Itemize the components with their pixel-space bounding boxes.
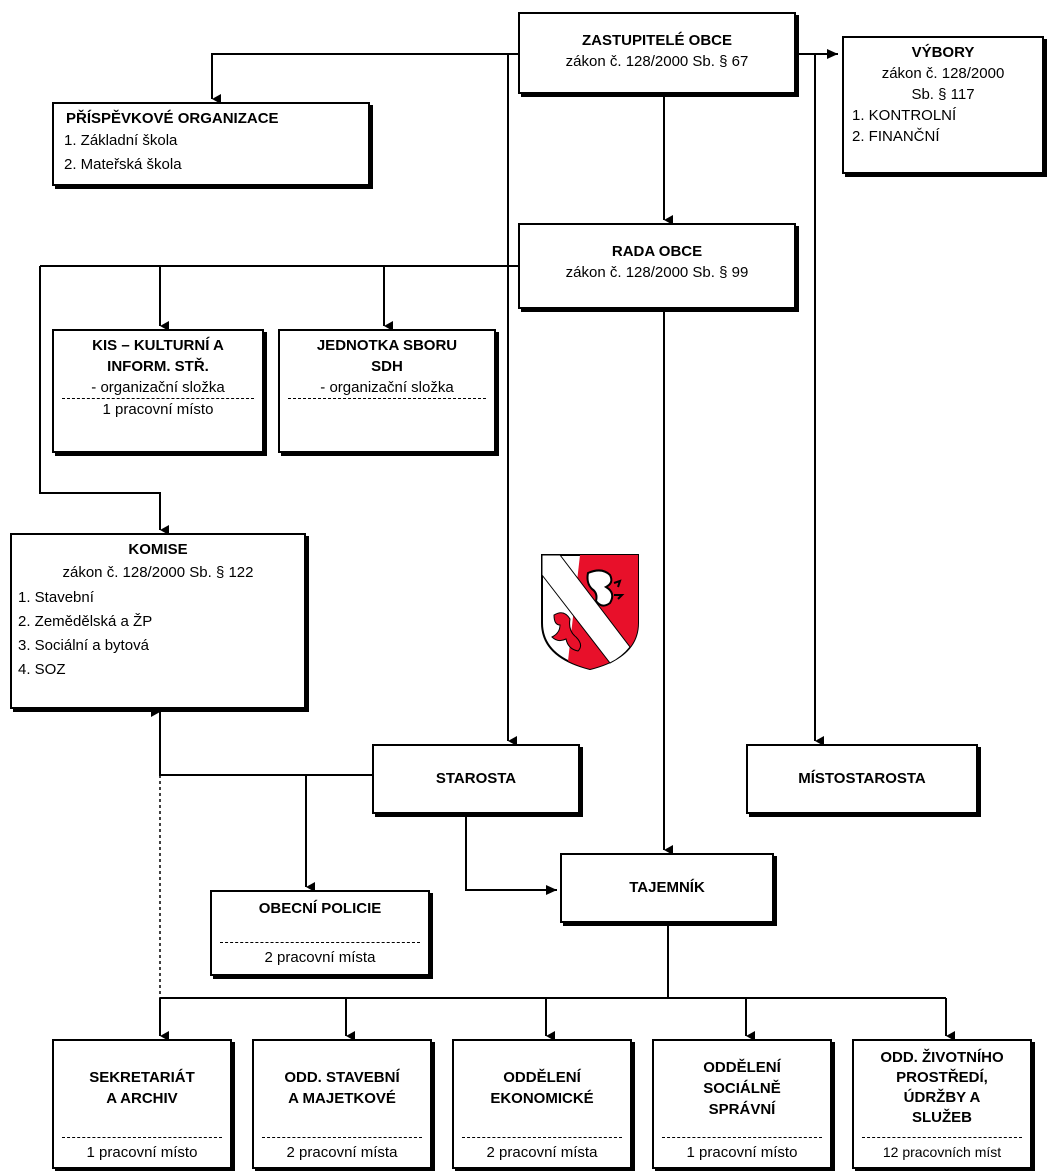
komise-item: 2. Zemědělská a ŽP	[18, 613, 153, 630]
socialne-divider	[662, 1137, 822, 1138]
kis-box: KIS – KULTURNÍ A INFORM. STŘ. - organiza…	[52, 329, 264, 453]
tajemnik-title: TAJEMNÍK	[629, 879, 705, 896]
zivotni-divider	[862, 1137, 1022, 1138]
socialne-title-line2: SOCIÁLNĚ	[703, 1079, 781, 1097]
zivotni-title-line3: ÚDRŽBY A	[903, 1089, 981, 1106]
kis-divider	[62, 398, 254, 399]
jednotka-subtitle: - organizační složka	[320, 379, 454, 396]
komise-item: 3. Sociální a bytová	[18, 637, 149, 654]
rada-law: zákon č. 128/2000 Sb. § 99	[565, 264, 749, 281]
zastupitele-box: ZASTUPITELÉ OBCE zákon č. 128/2000 Sb. §…	[518, 12, 796, 94]
zivotni-title-line2: PROSTŘEDÍ,	[896, 1069, 988, 1086]
ekonomicke-staff: 2 pracovní místa	[486, 1144, 598, 1161]
jednotka-title-line1: JEDNOTKA SBORU	[316, 337, 458, 354]
zivotni-box: ODD. ŽIVOTNÍHO PROSTŘEDÍ, ÚDRŽBY A SLUŽE…	[852, 1039, 1032, 1169]
line-starosta-tajemnik	[465, 816, 557, 895]
policie-box: OBECNÍ POLICIE 2 pracovní místa	[210, 890, 430, 976]
ekonomicke-title-line1: ODDĚLENÍ	[503, 1069, 581, 1086]
vybory-box: VÝBORY zákon č. 128/2000 Sb. § 117 1. KO…	[842, 36, 1044, 174]
kis-title-line2: INFORM. STŘ.	[107, 358, 209, 375]
prispevkove-item: 1. Základní škola	[64, 132, 178, 149]
prispevkove-box: PŘÍSPĚVKOVÉ ORGANIZACE 1. Základní škola…	[52, 102, 370, 186]
jednotka-box: JEDNOTKA SBORU SDH - organizační složka	[278, 329, 496, 453]
rada-title: RADA OBCE	[611, 243, 703, 260]
socialne-box: ODDĚLENÍ SOCIÁLNĚ SPRÁVNÍ 1 pracovní mís…	[652, 1039, 832, 1169]
kis-title-line1: KIS – KULTURNÍ A	[92, 337, 224, 354]
socialne-title-line1: ODDĚLENÍ	[703, 1058, 781, 1076]
policie-divider	[220, 942, 420, 943]
policie-title: OBECNÍ POLICIE	[258, 900, 382, 917]
jednotka-divider	[288, 398, 486, 399]
line-rada-komise	[39, 266, 169, 535]
zastupitele-law: zákon č. 128/2000 Sb. § 67	[565, 53, 749, 70]
prispevkove-title: PŘÍSPĚVKOVÉ ORGANIZACE	[66, 110, 279, 127]
prispevkove-item: 2. Mateřská škola	[64, 156, 182, 173]
socialne-staff: 1 pracovní místo	[686, 1144, 798, 1161]
sekretariat-title-line2: A ARCHIV	[106, 1090, 178, 1107]
stavebni-staff: 2 pracovní místa	[286, 1144, 398, 1161]
socialne-title-line3: SPRÁVNÍ	[708, 1100, 776, 1118]
vybory-item: 1. KONTROLNÍ	[852, 107, 957, 124]
zivotni-title-line4: SLUŽEB	[912, 1109, 972, 1126]
vybory-item: 2. FINANČNÍ	[852, 128, 940, 145]
sekretariat-divider	[62, 1137, 222, 1138]
komise-title: KOMISE	[128, 541, 188, 558]
kis-staff: 1 pracovní místo	[102, 401, 214, 418]
zivotni-staff: 12 pracovních míst	[882, 1144, 1002, 1160]
komise-item: 4. SOZ	[18, 661, 66, 678]
ekonomicke-divider	[462, 1137, 622, 1138]
ekonomicke-title-line2: EKONOMICKÉ	[490, 1090, 594, 1107]
komise-box: KOMISE zákon č. 128/2000 Sb. § 122 1. St…	[10, 533, 306, 709]
rada-box: RADA OBCE zákon č. 128/2000 Sb. § 99	[518, 223, 796, 309]
komise-law: zákon č. 128/2000 Sb. § 122	[62, 564, 254, 581]
stavebni-divider	[262, 1137, 422, 1138]
line-starosta-komise	[151, 707, 372, 776]
stavebni-title-line1: ODD. STAVEBNÍ	[284, 1069, 400, 1086]
tajemnik-box: TAJEMNÍK	[560, 853, 774, 923]
vybory-law-line1: zákon č. 128/2000	[881, 65, 1005, 82]
policie-staff: 2 pracovní místa	[264, 949, 376, 966]
sekretariat-staff: 1 pracovní místo	[86, 1144, 198, 1161]
jednotka-title-line2: SDH	[371, 358, 403, 375]
stavebni-title-line2: A MAJETKOVÉ	[288, 1090, 396, 1107]
sekretariat-title-line1: SEKRETARIÁT	[89, 1069, 195, 1086]
zivotni-title-line1: ODD. ŽIVOTNÍHO	[880, 1049, 1004, 1066]
coat-of-arms-icon	[541, 554, 639, 671]
ekonomicke-box: ODDĚLENÍ EKONOMICKÉ 2 pracovní místa	[452, 1039, 632, 1169]
komise-item: 1. Stavební	[18, 589, 94, 606]
line-zast-prispevkove	[211, 53, 518, 104]
zastupitele-title: ZASTUPITELÉ OBCE	[581, 32, 732, 49]
mistostarosta-title: MÍSTOSTAROSTA	[798, 770, 926, 787]
sekretariat-box: SEKRETARIÁT A ARCHIV 1 pracovní místo	[52, 1039, 232, 1169]
stavebni-box: ODD. STAVEBNÍ A MAJETKOVÉ 2 pracovní mís…	[252, 1039, 432, 1169]
vybory-law-line2: Sb. § 117	[911, 86, 975, 103]
starosta-box: STAROSTA	[372, 744, 580, 814]
mistostarosta-box: MÍSTOSTAROSTA	[746, 744, 978, 814]
starosta-title: STAROSTA	[435, 770, 517, 787]
kis-subtitle: - organizační složka	[91, 379, 225, 396]
vybory-title: VÝBORY	[911, 44, 975, 61]
